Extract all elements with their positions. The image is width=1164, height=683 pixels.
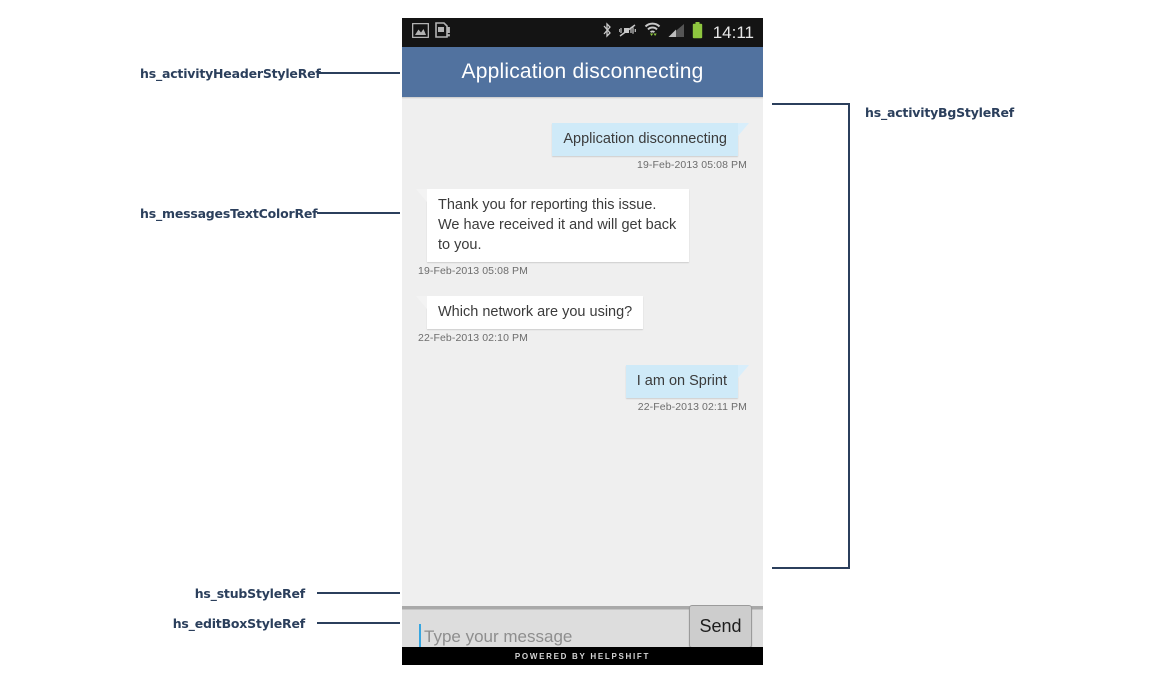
annotation-leader-line: [317, 592, 400, 594]
message-bubble-incoming[interactable]: Which network are you using?: [415, 296, 644, 329]
activity-header: Application disconnecting: [402, 47, 763, 97]
status-bar: 14:11: [402, 18, 763, 47]
message-bubble-outgoing[interactable]: Application disconnecting: [552, 123, 749, 156]
send-button[interactable]: Send: [689, 605, 752, 648]
message-row: I am on Sprint 22-Feb-2013 02:11 PM: [402, 345, 763, 414]
annotation-hs-messages-text-color-ref: hs_messagesTextColorRef: [140, 206, 318, 221]
annotation-hs-activity-header-style-ref: hs_activityHeaderStyleRef: [140, 66, 321, 81]
message-bubble-outgoing[interactable]: I am on Sprint: [625, 365, 750, 398]
message-row: Thank you for reporting this issue. We h…: [402, 172, 763, 278]
status-bar-right-icons: 14:11: [602, 21, 763, 44]
page-title: Application disconnecting: [461, 60, 704, 83]
image-icon: [411, 22, 430, 43]
phone-screen: 14:11 Application disconnecting Applicat…: [402, 18, 763, 665]
stub-divider-highlight: [402, 609, 763, 610]
message-timestamp: 22-Feb-2013 02:11 PM: [637, 401, 747, 413]
annotation-hs-edit-box-style-ref: hs_editBoxStyleRef: [172, 616, 305, 631]
header-shadow: [402, 97, 763, 99]
message-row: Application disconnecting 19-Feb-2013 05…: [402, 99, 763, 172]
annotation-bracket-top: [772, 103, 850, 105]
annotation-bracket-bottom: [772, 567, 850, 569]
message-bubble-incoming[interactable]: Thank you for reporting this issue. We h…: [416, 189, 689, 262]
battery-icon: [692, 21, 703, 44]
stub-divider: [402, 606, 763, 609]
message-row: Which network are you using? 22-Feb-2013…: [402, 278, 763, 345]
status-bar-clock: 14:11: [712, 23, 754, 42]
annotation-hs-stub-style-ref: hs_stubStyleRef: [194, 586, 305, 601]
powered-by-footer: POWERED BY HELPSHIFT: [402, 647, 763, 665]
wifi-icon: [644, 22, 661, 43]
annotation-leader-line: [317, 212, 400, 214]
message-timestamp: 19-Feb-2013 05:08 PM: [418, 265, 528, 277]
bluetooth-icon: [602, 22, 612, 43]
powered-by-label: POWERED BY HELPSHIFT: [514, 651, 651, 661]
signal-icon: [668, 23, 685, 43]
annotation-bracket-spine: [848, 103, 850, 568]
vibrate-off-icon: [618, 23, 637, 43]
status-bar-left-icons: [402, 22, 602, 43]
annotation-leader-line: [317, 622, 400, 624]
message-input-placeholder: Type your message: [424, 627, 573, 646]
message-list[interactable]: Application disconnecting 19-Feb-2013 05…: [402, 99, 763, 606]
message-timestamp: 19-Feb-2013 05:08 PM: [637, 159, 747, 171]
annotation-hs-activity-bg-style-ref: hs_activityBgStyleRef: [865, 105, 1014, 120]
annotation-leader-line: [317, 72, 400, 74]
sdcard-warning-icon: [435, 22, 451, 43]
text-caret: [419, 624, 421, 650]
message-timestamp: 22-Feb-2013 02:10 PM: [418, 332, 528, 344]
